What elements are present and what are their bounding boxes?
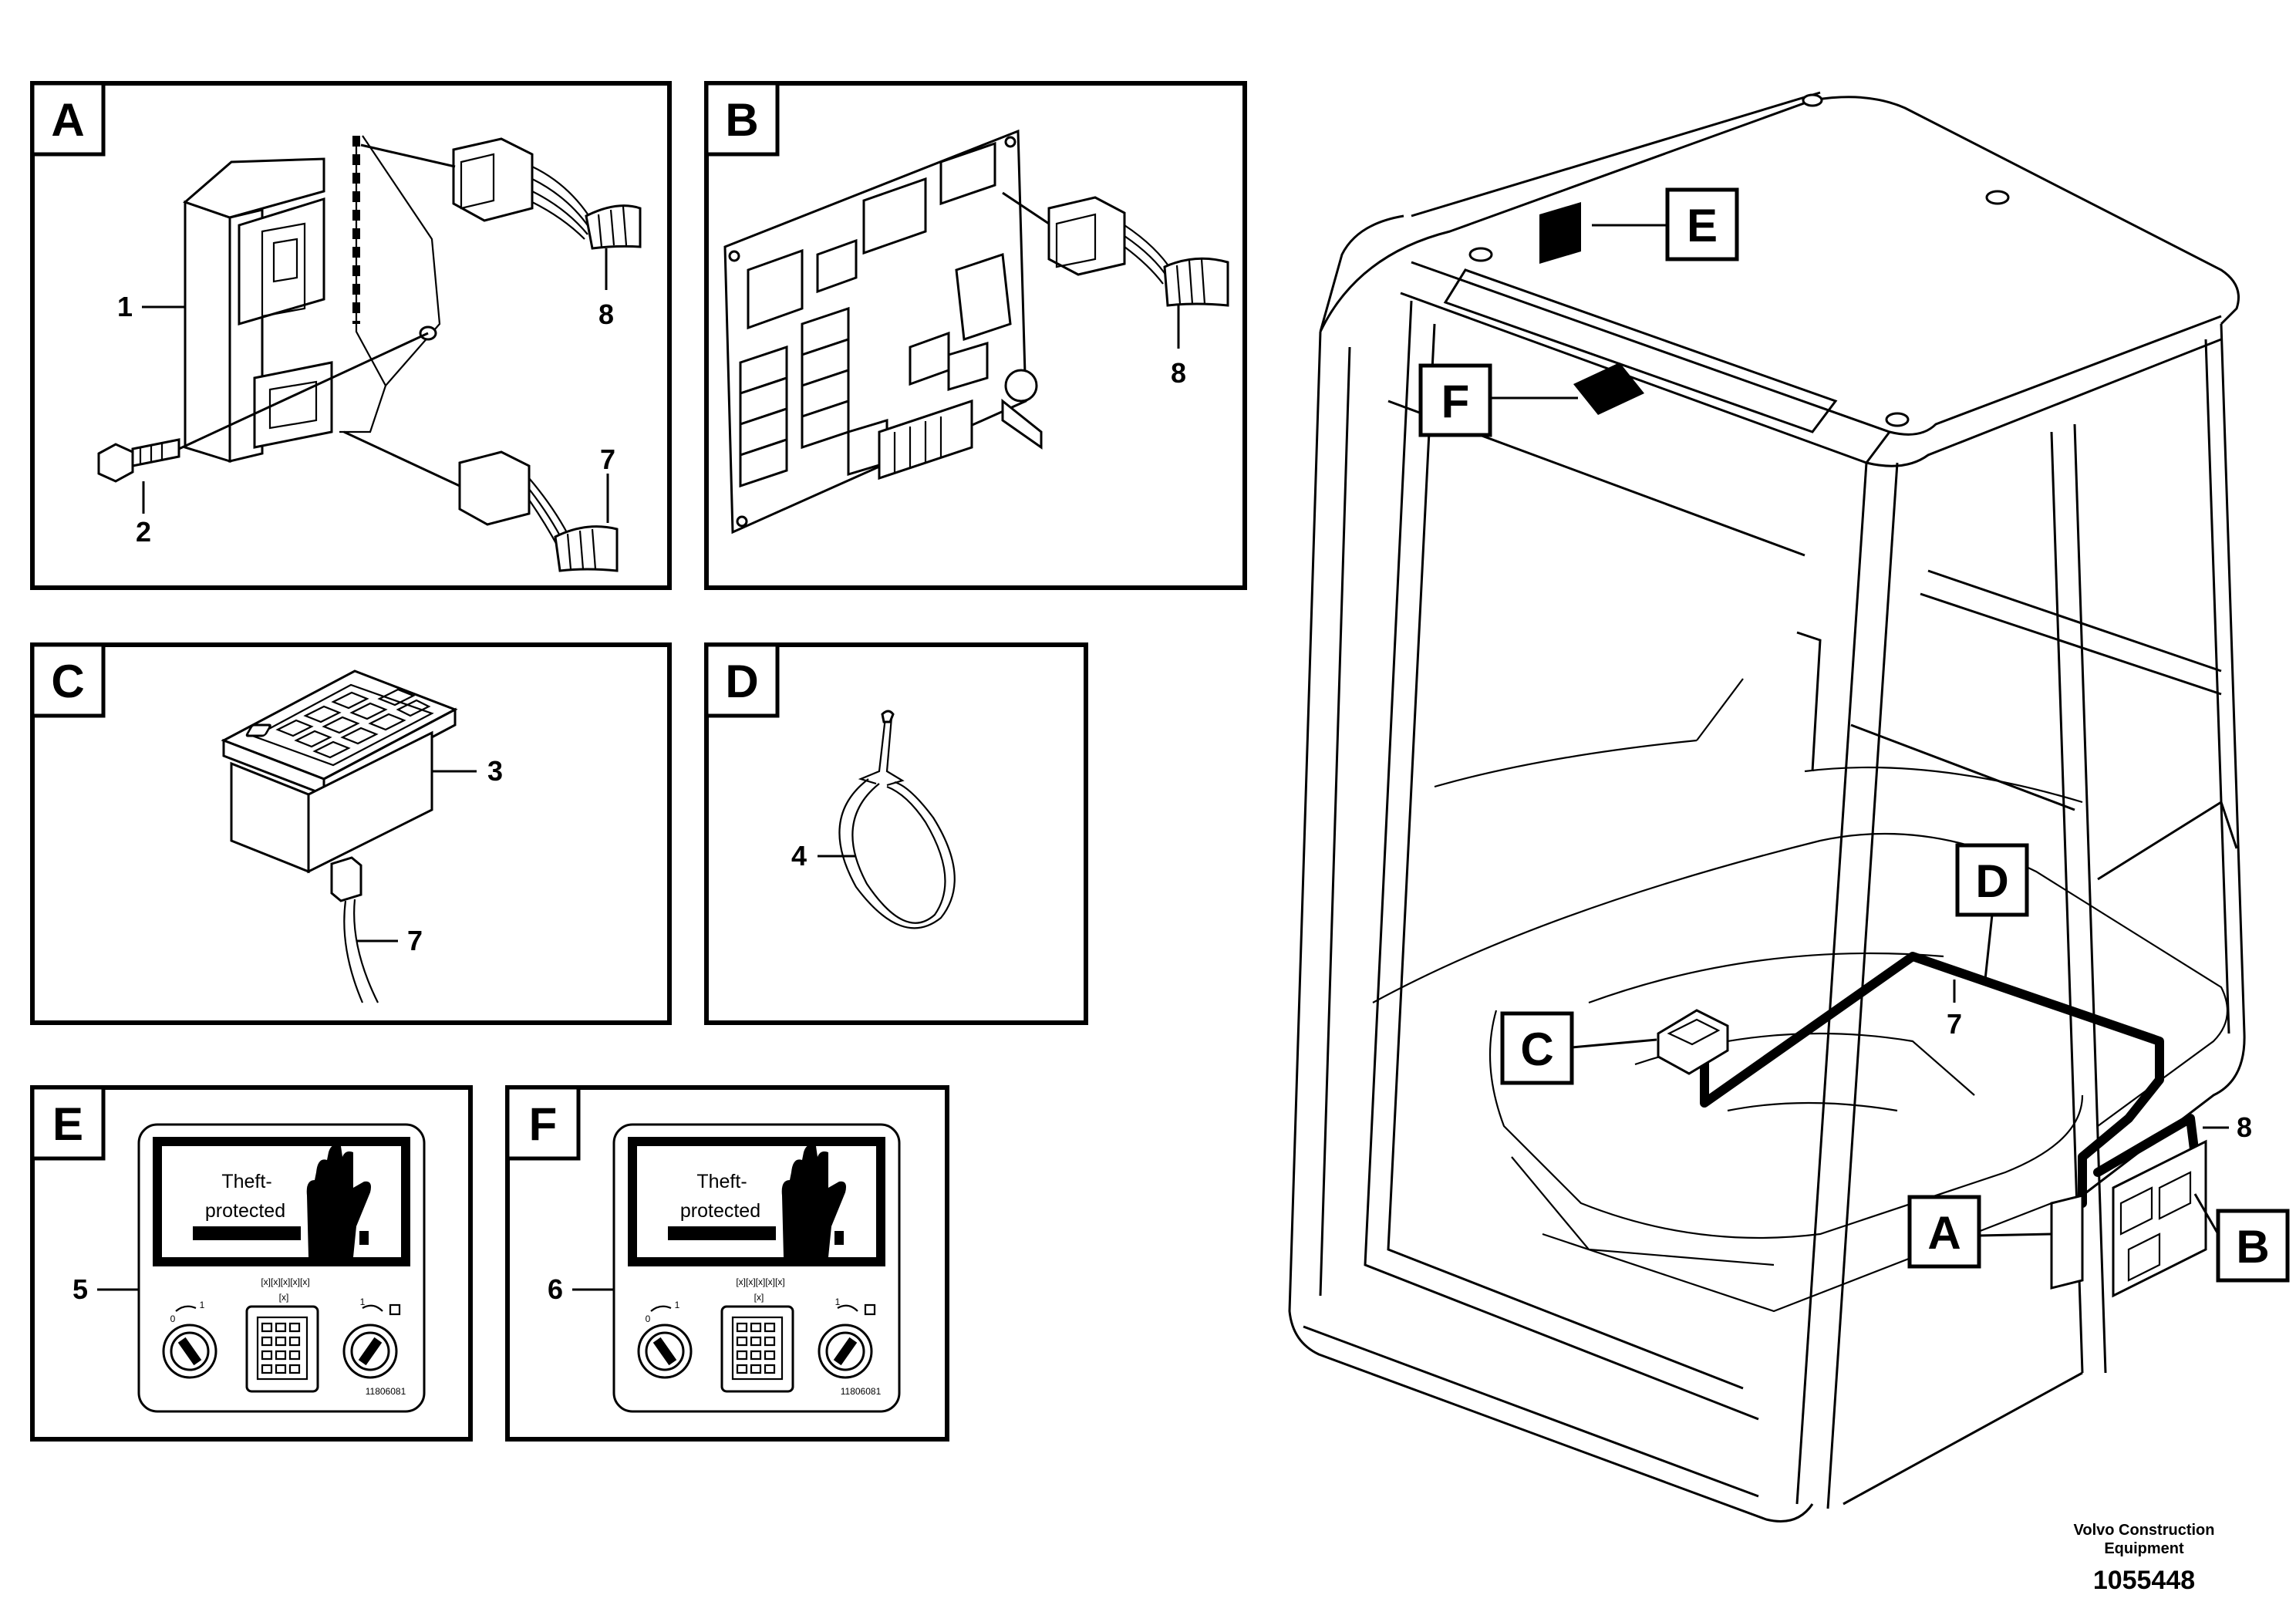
control-unit [183, 157, 333, 464]
part-number-3: 3 [487, 755, 503, 787]
svg-text:B: B [2236, 1221, 2269, 1273]
panel-b: B [704, 81, 1247, 590]
part-number-1: 1 [117, 291, 133, 322]
part-number-6: 6 [548, 1273, 563, 1305]
panel-a-tag: A [51, 94, 84, 146]
panel-b-tag: B [725, 94, 758, 146]
part-number-4: 4 [791, 840, 807, 872]
panel-c: C 3 7 [30, 642, 672, 1025]
decal-e-code: 11806081 [366, 1386, 406, 1397]
panel-c-tag: C [51, 656, 84, 707]
svg-text:F: F [1441, 376, 1470, 427]
decal-f-line1: Theft- [696, 1171, 747, 1192]
key-switch-right-icon: 1 [342, 1297, 401, 1379]
panel-d-tag: D [725, 656, 758, 707]
panel-a: A [30, 81, 672, 590]
cab-callout-e: E [1592, 187, 1739, 261]
decal-f-code: 11806081 [841, 1386, 882, 1397]
panel-e-tag: E [52, 1098, 83, 1150]
cab-callout-a: A [1907, 1195, 2052, 1269]
decal-marker-e [1539, 202, 1581, 264]
svg-text:1: 1 [835, 1297, 841, 1307]
mini-keypad-icon [245, 1305, 319, 1393]
connector-lower [343, 430, 619, 572]
svg-text:1: 1 [360, 1297, 366, 1307]
keypad [221, 669, 458, 874]
svg-text:C: C [1520, 1023, 1553, 1075]
svg-text:[x][x][x][x][x]: [x][x][x][x][x] [736, 1276, 784, 1287]
svg-text:1: 1 [675, 1300, 680, 1310]
svg-text:0: 0 [170, 1313, 176, 1324]
hand-stop-icon [306, 1145, 371, 1257]
cab-part-number-7: 7 [1947, 1008, 1962, 1040]
part-number-8-a: 8 [598, 298, 614, 330]
connector-upper [360, 137, 642, 250]
drawing-number: 1055448 [2093, 1566, 2195, 1595]
mounting-bracket [355, 135, 441, 387]
circuit-board [723, 129, 1043, 534]
decal-f-line2: protected [680, 1200, 760, 1222]
panel-d: D 4 [704, 642, 1088, 1025]
panel-f-tag: F [529, 1098, 558, 1150]
decal-f: Theft- protected [x][x][x][x][x] [x] 0 1 [612, 1123, 901, 1413]
part-number-7-c: 7 [407, 925, 423, 956]
svg-text:E: E [1687, 200, 1718, 251]
key-switch-left-icon: 0 1 [162, 1300, 217, 1379]
brand-line-1: Volvo Construction [2074, 1522, 2215, 1539]
screw [97, 332, 429, 483]
footer: Volvo Construction Equipment 1055448 [2074, 1522, 2215, 1595]
decal-e-line2: protected [205, 1200, 285, 1222]
keypad-buttons [245, 723, 271, 737]
brand-line-2: Equipment [2104, 1540, 2184, 1557]
hand-stop-icon [781, 1145, 846, 1257]
cable-tie [838, 710, 956, 929]
cab-callout-c: C [1500, 1011, 1657, 1085]
svg-text:[x][x][x][x][x]: [x][x][x][x][x] [261, 1276, 309, 1287]
panel-f: F Theft- protected [x][x][x][x][x] [x] 0… [505, 1085, 949, 1442]
part-number-2: 2 [136, 516, 151, 548]
svg-text:[x]: [x] [279, 1292, 289, 1303]
mini-keypad-icon [720, 1305, 794, 1393]
key-switch-right-icon: 1 [818, 1297, 876, 1379]
cab-callout-f: F [1418, 363, 1578, 437]
cab-callout-d: D [1955, 843, 2029, 980]
panel-e: E Theft- protected [x][x][x][x][x] [x] 0… [30, 1085, 473, 1442]
part-number-7-a: 7 [600, 443, 615, 475]
svg-text:D: D [1975, 855, 2008, 907]
decal-e: Theft- protected [x][x][x][x][x] [x] 0 1 [137, 1123, 426, 1413]
cab-callout-b: B [2193, 1193, 2290, 1283]
svg-text:0: 0 [646, 1313, 651, 1324]
key-switch-left-icon: 0 1 [637, 1300, 693, 1379]
cab-illustration: E F D C A B 7 [1288, 91, 2290, 1523]
svg-text:1: 1 [200, 1300, 205, 1310]
svg-text:A: A [1927, 1207, 1961, 1259]
harness-7 [1700, 952, 2164, 1208]
decal-marker-f [1573, 363, 1644, 415]
decal-e-line1: Theft- [221, 1171, 271, 1192]
part-number-8-b: 8 [1171, 357, 1186, 389]
part-number-5: 5 [72, 1273, 88, 1305]
connector-b [1002, 191, 1229, 307]
keypad-cable [330, 856, 379, 1003]
cab-part-number-8: 8 [2237, 1111, 2252, 1143]
svg-text:[x]: [x] [754, 1292, 764, 1303]
